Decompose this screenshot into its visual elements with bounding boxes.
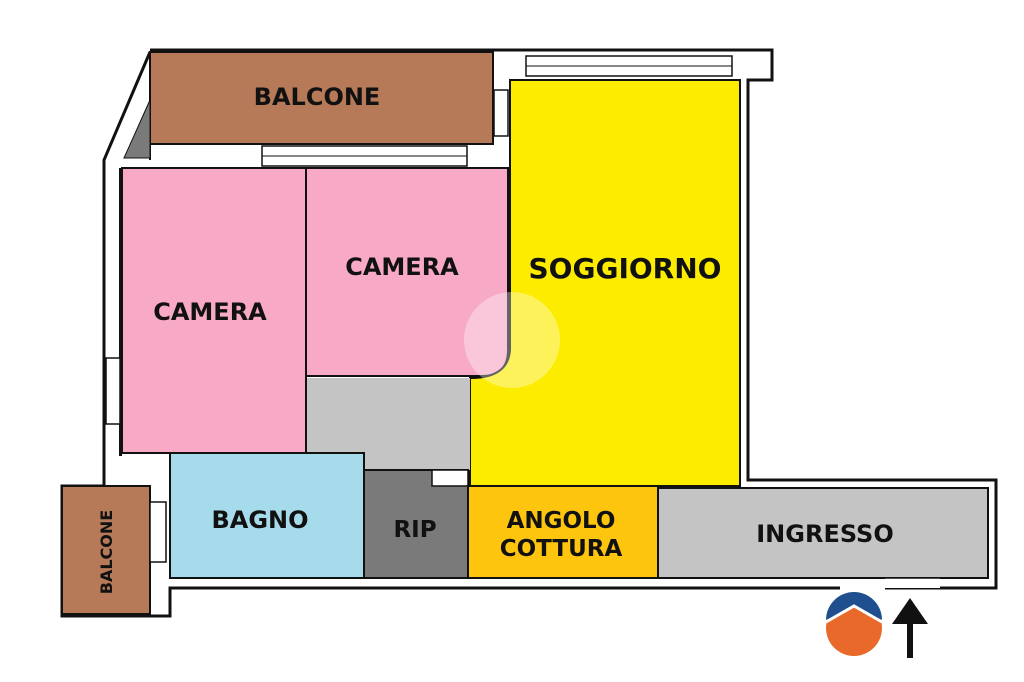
label-rip: RIP xyxy=(393,517,436,543)
label-balcone-left: BALCONE xyxy=(97,510,116,594)
label-angolo-line1: ANGOLO xyxy=(507,508,616,534)
up-arrow-icon xyxy=(892,598,928,658)
room-balcone-left xyxy=(61,485,151,615)
door-balcone-bagno xyxy=(149,501,167,563)
room-rip xyxy=(363,469,469,579)
room-angolo-cottura xyxy=(467,485,659,579)
label-camera-mid: CAMERA xyxy=(345,253,459,281)
balcone-top-corner xyxy=(123,99,151,159)
room-bagno xyxy=(169,452,365,579)
label-soggiorno: SOGGIORNO xyxy=(529,252,722,285)
label-bagno: BAGNO xyxy=(211,506,308,534)
label-ingresso: INGRESSO xyxy=(756,520,893,548)
rip-door xyxy=(431,469,469,487)
label-balcone-top: BALCONE xyxy=(254,83,381,111)
room-ingresso xyxy=(657,487,989,579)
watermark-circle xyxy=(464,292,560,388)
label-angolo-line2: COTTURA xyxy=(500,536,623,562)
entrance-door xyxy=(885,578,940,588)
label-camera-left: CAMERA xyxy=(153,298,267,326)
agency-logo-icon xyxy=(825,592,883,656)
room-balcone-top xyxy=(149,51,494,145)
window-camera-left xyxy=(105,357,121,425)
door-balcone-soggiorno xyxy=(493,89,509,137)
